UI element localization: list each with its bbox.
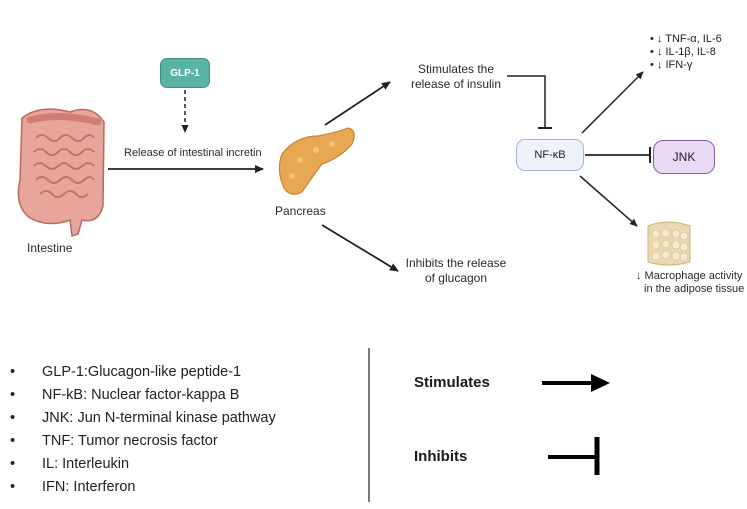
jnk-node: JNK [653,140,715,174]
arrow-pancreas-glucagon [321,224,399,272]
inhibit-insulin-nfkb [507,75,546,127]
bullet-icon: • [10,364,16,380]
inhibits-symbol [548,437,600,475]
insulin-label-line: release of insulin [410,77,502,91]
arrow-pancreas-insulin [324,81,391,126]
cytokine-item: • ↓ TNF-α, IL-6 [650,33,722,45]
abbreviation-text: TNF: Tumor necrosis factor [42,433,218,449]
adipose-tissue-icon [647,221,691,266]
abbreviation-list: • GLP-1:Glucagon-like peptide-1 • NF-kB: N… [6,361,356,499]
abbreviation-text: GLP-1:Glucagon-like peptide-1 [42,364,242,380]
arrow-nfkb-adipose [579,175,638,227]
pancreas-icon [278,127,355,195]
abbreviation-text: IL: Interleukin [42,456,130,472]
list-item: • IFN: Interferon [6,476,356,499]
inhibits-key-label: Inhibits [414,448,468,465]
list-item: • NF-kB: Nuclear factor-kappa B [6,384,356,407]
bullet-icon: • [10,387,16,403]
insulin-label-line: Stimulates the [417,62,495,76]
cytokine-item: • ↓ IFN-γ [650,59,693,71]
abbreviation-text: NF-kB: Nuclear factor-kappa B [42,387,240,403]
abbreviation-text: IFN: Interferon [42,479,136,495]
intestine-label: Intestine [27,241,73,255]
bullet-icon: • [10,456,16,472]
bullet-icon: • [10,479,16,495]
stimulates-key-label: Stimulates [414,374,490,391]
bullet-icon: • [10,433,16,449]
intestine-icon [17,108,105,238]
glucagon-label-line: of glucagon [424,271,488,285]
cytokine-item: • ↓ IL-1β, IL-8 [650,46,716,58]
insulin-label: Stimulates the release of insulin [392,62,520,92]
glucagon-label-line: Inhibits the release [405,256,507,270]
glp1-node: GLP-1 [160,58,210,88]
list-item: • IL: Interleukin [6,453,356,476]
abbreviation-text: JNK: Jun N-terminal kinase pathway [42,410,276,426]
nfkb-node: NF-κB [516,139,584,171]
pancreas-label: Pancreas [275,204,326,218]
stimulates-arrow-symbol [542,374,610,392]
incretin-release-label: Release of intestinal incretin [124,147,262,159]
glucagon-label: Inhibits the release of glucagon [396,256,516,286]
macrophage-label: ↓ Macrophage activity in the adipose tis… [636,270,744,296]
macrophage-label-line: ↓ Macrophage activity [636,270,743,282]
list-item: • GLP-1:Glucagon-like peptide-1 [6,361,356,384]
bullet-icon: • [10,410,16,426]
cytokine-list: • ↓ TNF-α, IL-6 • ↓ IL-1β, IL-8 • ↓ IFN-… [650,33,722,72]
arrow-nfkb-cytokines [581,71,644,134]
list-item: • JNK: Jun N-terminal kinase pathway [6,407,356,430]
macrophage-label-line: in the adipose tissue [644,283,745,295]
list-item: • TNF: Tumor necrosis factor [6,430,356,453]
